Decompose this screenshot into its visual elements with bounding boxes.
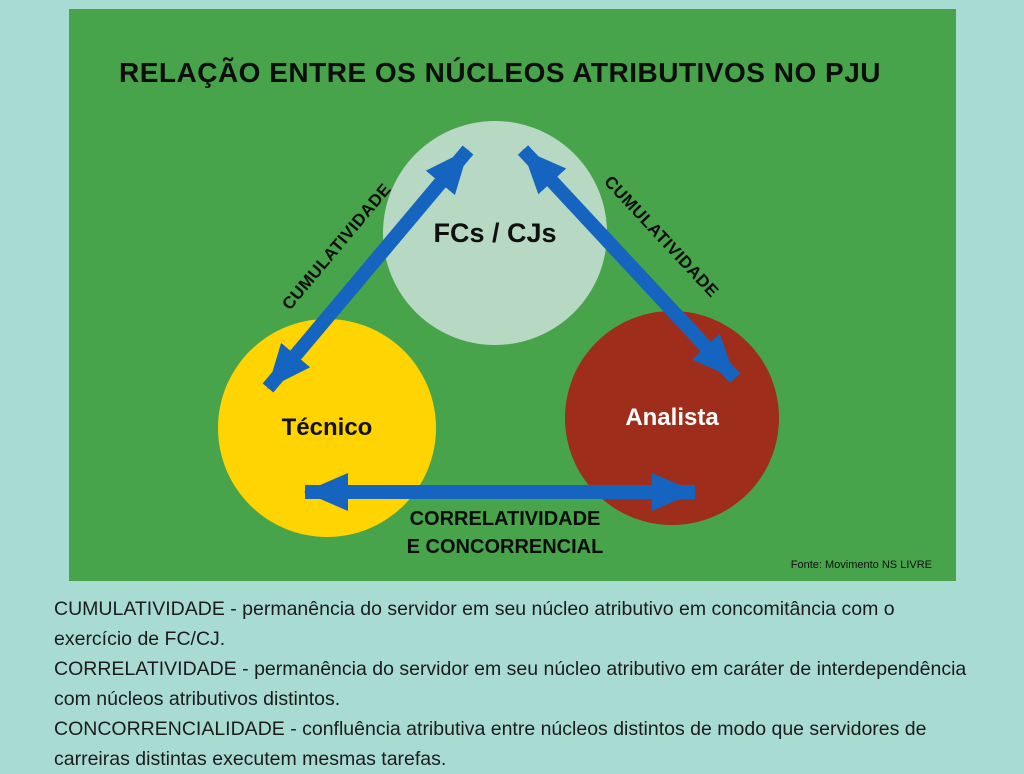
- definition-concorrencialidade: CONCORRENCIALIDADE - confluência atribut…: [54, 718, 927, 770]
- diagram-panel: RELAÇÃO ENTRE OS NÚCLEOS ATRIBUTIVOS NO …: [69, 9, 956, 581]
- diagram-title: RELAÇÃO ENTRE OS NÚCLEOS ATRIBUTIVOS NO …: [119, 57, 881, 88]
- node-fcs-cjs: FCs / CJs: [383, 121, 607, 345]
- edge-label-correlatividade: CORRELATIVIDADE E CONCORRENCIAL: [407, 505, 604, 561]
- source-credit: Fonte: Movimento NS LIVRE: [790, 559, 932, 571]
- node-tecnico: Técnico: [218, 319, 436, 537]
- node-analista: Analista: [565, 311, 779, 525]
- definitions-block: CUMULATIVIDADE - permanência do servidor…: [54, 594, 978, 774]
- edge-label-cumulatividade-left: CUMULATIVIDADE: [278, 179, 395, 314]
- edge-label-cumulatividade-right: CUMULATIVIDADE: [600, 172, 723, 302]
- definition-cumulatividade: CUMULATIVIDADE - permanência do servidor…: [54, 598, 895, 650]
- node-analista-label: Analista: [625, 404, 719, 431]
- node-tecnico-label: Técnico: [281, 414, 373, 441]
- node-fcs-cjs-label: FCs / CJs: [433, 217, 557, 248]
- definition-correlatividade: CORRELATIVIDADE - permanência do servido…: [54, 658, 967, 710]
- edge-label-correlatividade-line2: E CONCORRENCIAL: [406, 536, 604, 558]
- edge-label-correlatividade-line1: CORRELATIVIDADE: [409, 508, 601, 530]
